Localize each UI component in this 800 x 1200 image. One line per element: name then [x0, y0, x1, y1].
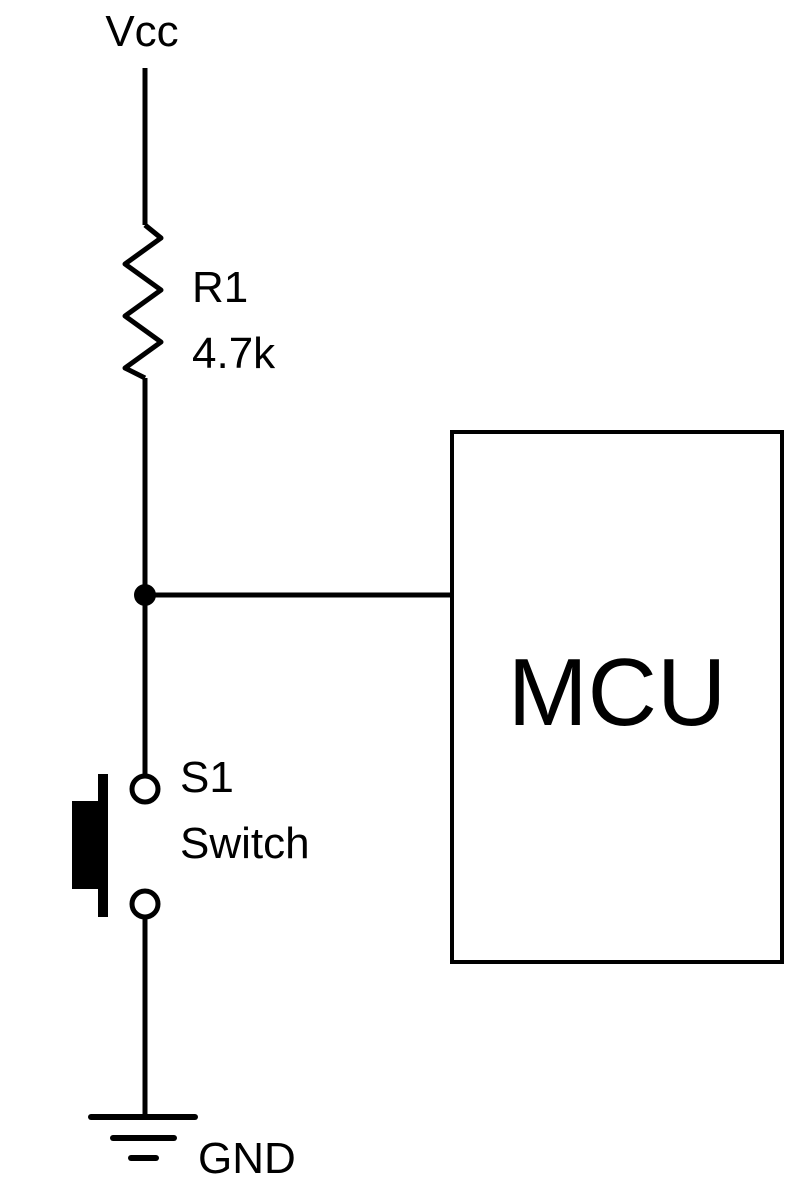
vcc-label: Vcc [105, 7, 178, 56]
resistor-r1-symbol [122, 223, 164, 381]
switch-button [72, 801, 106, 889]
switch-ref-label: S1 [180, 753, 234, 802]
mcu-label: MCU [508, 639, 727, 746]
ground-label: GND [198, 1134, 296, 1183]
resistor-ref-label: R1 [192, 263, 248, 312]
switch-bottom-terminal [129, 888, 161, 920]
switch-name-label: Switch [180, 819, 310, 868]
switch-top-terminal [129, 773, 161, 805]
resistor-value-label: 4.7k [192, 329, 276, 378]
mcu-block [450, 430, 784, 964]
